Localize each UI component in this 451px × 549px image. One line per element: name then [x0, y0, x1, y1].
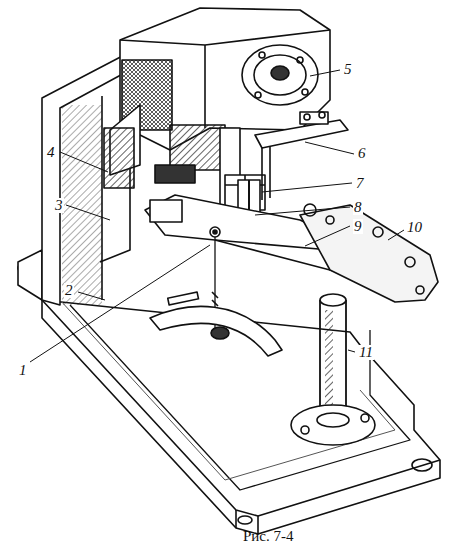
- callout-number: 11: [358, 345, 374, 360]
- callout-number: 4: [46, 145, 56, 160]
- callout-number: 5: [343, 62, 353, 77]
- callout-number: 7: [355, 176, 365, 191]
- callout-number: 8: [353, 200, 363, 215]
- callout-number: 9: [353, 219, 363, 234]
- return-spring: [150, 306, 282, 356]
- adjusting-disk: [242, 45, 318, 105]
- callout-number: 2: [64, 283, 74, 298]
- callout-number: 3: [54, 198, 64, 213]
- figure-caption: Рис. 7-4: [243, 528, 294, 545]
- base-housing: [42, 300, 440, 534]
- support-post: [320, 300, 346, 420]
- callout-number: 1: [18, 363, 28, 378]
- callout-number: 10: [406, 220, 423, 235]
- callout-number: 6: [357, 146, 367, 161]
- leader-lines: [30, 70, 404, 362]
- base-plate: [300, 205, 438, 302]
